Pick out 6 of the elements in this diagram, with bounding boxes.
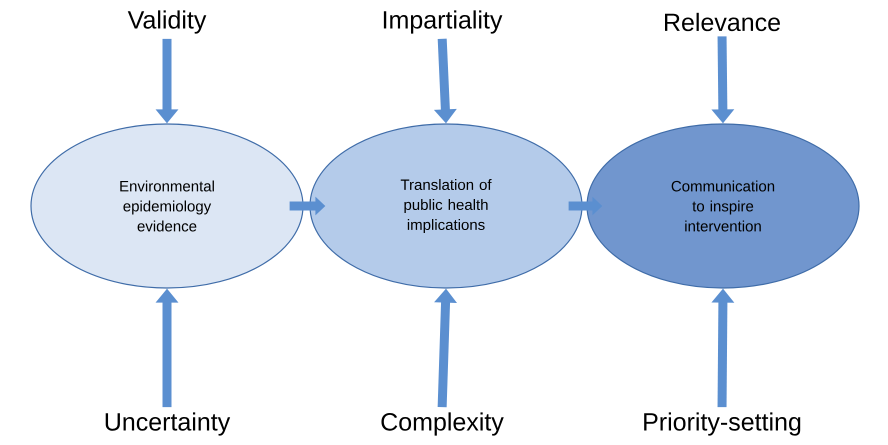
factor-label: Impartiality [384, 10, 502, 34]
factor-label: Validity [128, 10, 206, 34]
factor-label: Relevance [665, 12, 780, 32]
factor-label: Uncertainty [106, 412, 230, 436]
factor-label: Priority-setting [644, 412, 800, 436]
factor-label: Complexity [381, 412, 504, 436]
